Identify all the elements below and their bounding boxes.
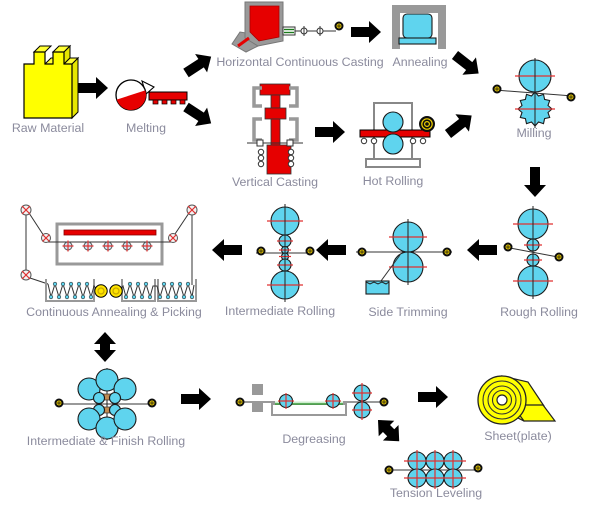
double-arrow-degreasing-tension-leveling (370, 412, 407, 449)
milling-icon (492, 58, 576, 128)
arrow-horizontal-casting-to-annealing (351, 21, 381, 43)
annealing-furnace-box (55, 222, 164, 266)
degreasing-icon (235, 383, 389, 420)
rough-rolling-label: Rough Rolling (500, 305, 578, 319)
strip-coil-icon (473, 463, 483, 473)
strip-coil-icon (334, 21, 344, 31)
hot-rolling-label: Hot Rolling (363, 174, 424, 188)
strip-coil-icon (379, 397, 389, 407)
horizontal-continuous-casting-label: Horizontal Continuous Casting (216, 55, 383, 69)
scrap-bin-icon (365, 280, 390, 295)
strip-coil-icon (492, 84, 502, 94)
double-arrow-annealing-picking-finish-rolling (94, 332, 116, 362)
strip-coil-icon (235, 397, 245, 407)
guide-block (252, 384, 263, 395)
arrow-annealing-to-milling (448, 46, 486, 83)
sheet-plate-label: Sheet(plate) (484, 429, 552, 443)
side-trimming-icon (356, 219, 452, 295)
arrow-raw-material-to-melting (78, 77, 108, 99)
raw-material-label: Raw Material (12, 121, 84, 135)
arrow-melting-to-horizontal-casting (180, 47, 218, 83)
intermediate-finish-rolling-label: Intermediate & Finish Rolling (27, 434, 186, 448)
vertical-casting-label: Vertical Casting (232, 175, 318, 189)
strip-coil-icon (305, 246, 315, 256)
arrow-finish-rolling-to-degreasing (181, 388, 211, 410)
guide-block (252, 401, 263, 412)
strip-coil-icon (554, 252, 564, 262)
strip-coil-icon (566, 92, 576, 102)
bridle-roller-icon (94, 284, 108, 298)
arrow-hot-rolling-to-milling (441, 106, 479, 143)
strip-coil-icon (442, 247, 452, 257)
heater-bar (63, 229, 157, 236)
strip-coil-icon (503, 242, 513, 252)
annealing-label: Annealing (392, 55, 447, 69)
melting-label: Melting (126, 121, 166, 135)
horizontal-continuous-casting-icon (231, 1, 344, 53)
strip-coil-icon (54, 398, 64, 408)
tension-leveling-label: Tension Leveling (390, 486, 482, 500)
side-trimming-label: Side Trimming (368, 305, 447, 319)
intermediate-finish-rolling-icon (54, 368, 157, 440)
arrow-rough-rolling-to-side-trimming (467, 239, 497, 261)
pickling-dip-dots (48, 281, 195, 300)
vertical-casting-icon (247, 83, 303, 175)
degreasing-label: Degreasing (282, 432, 345, 446)
arrow-intermediate-rolling-to-annealing-picking (212, 239, 242, 261)
rough-rolling-icon (503, 206, 564, 299)
strip-coil-icon (357, 247, 367, 257)
raw-material-ingot-icon (23, 44, 80, 120)
annealing-icon (392, 5, 446, 49)
arrow-milling-to-rough-rolling (524, 167, 546, 197)
strip-coil-icon (384, 465, 394, 475)
sheet-plate-icon (477, 375, 557, 425)
melting-icon (115, 79, 188, 111)
strip-coil-icon (256, 246, 266, 256)
arrow-side-trimming-to-intermediate-rolling (316, 239, 346, 261)
strip-coil-icon (147, 398, 157, 408)
intermediate-rolling-icon (256, 204, 315, 302)
milling-label: Milling (516, 126, 551, 140)
arrow-to-sheet-plate (418, 386, 448, 408)
hot-rolling-icon (359, 102, 435, 168)
bridle-roller-icon (109, 284, 123, 298)
arrow-vertical-casting-to-hot-rolling (315, 121, 345, 143)
arrow-melting-to-vertical-casting (180, 97, 218, 133)
intermediate-rolling-label: Intermediate Rolling (225, 304, 335, 318)
continuous-annealing-picking-label: Continuous Annealing & Picking (26, 305, 202, 319)
continuous-annealing-picking-icon (20, 204, 198, 302)
tension-leveling-icon (384, 450, 483, 489)
